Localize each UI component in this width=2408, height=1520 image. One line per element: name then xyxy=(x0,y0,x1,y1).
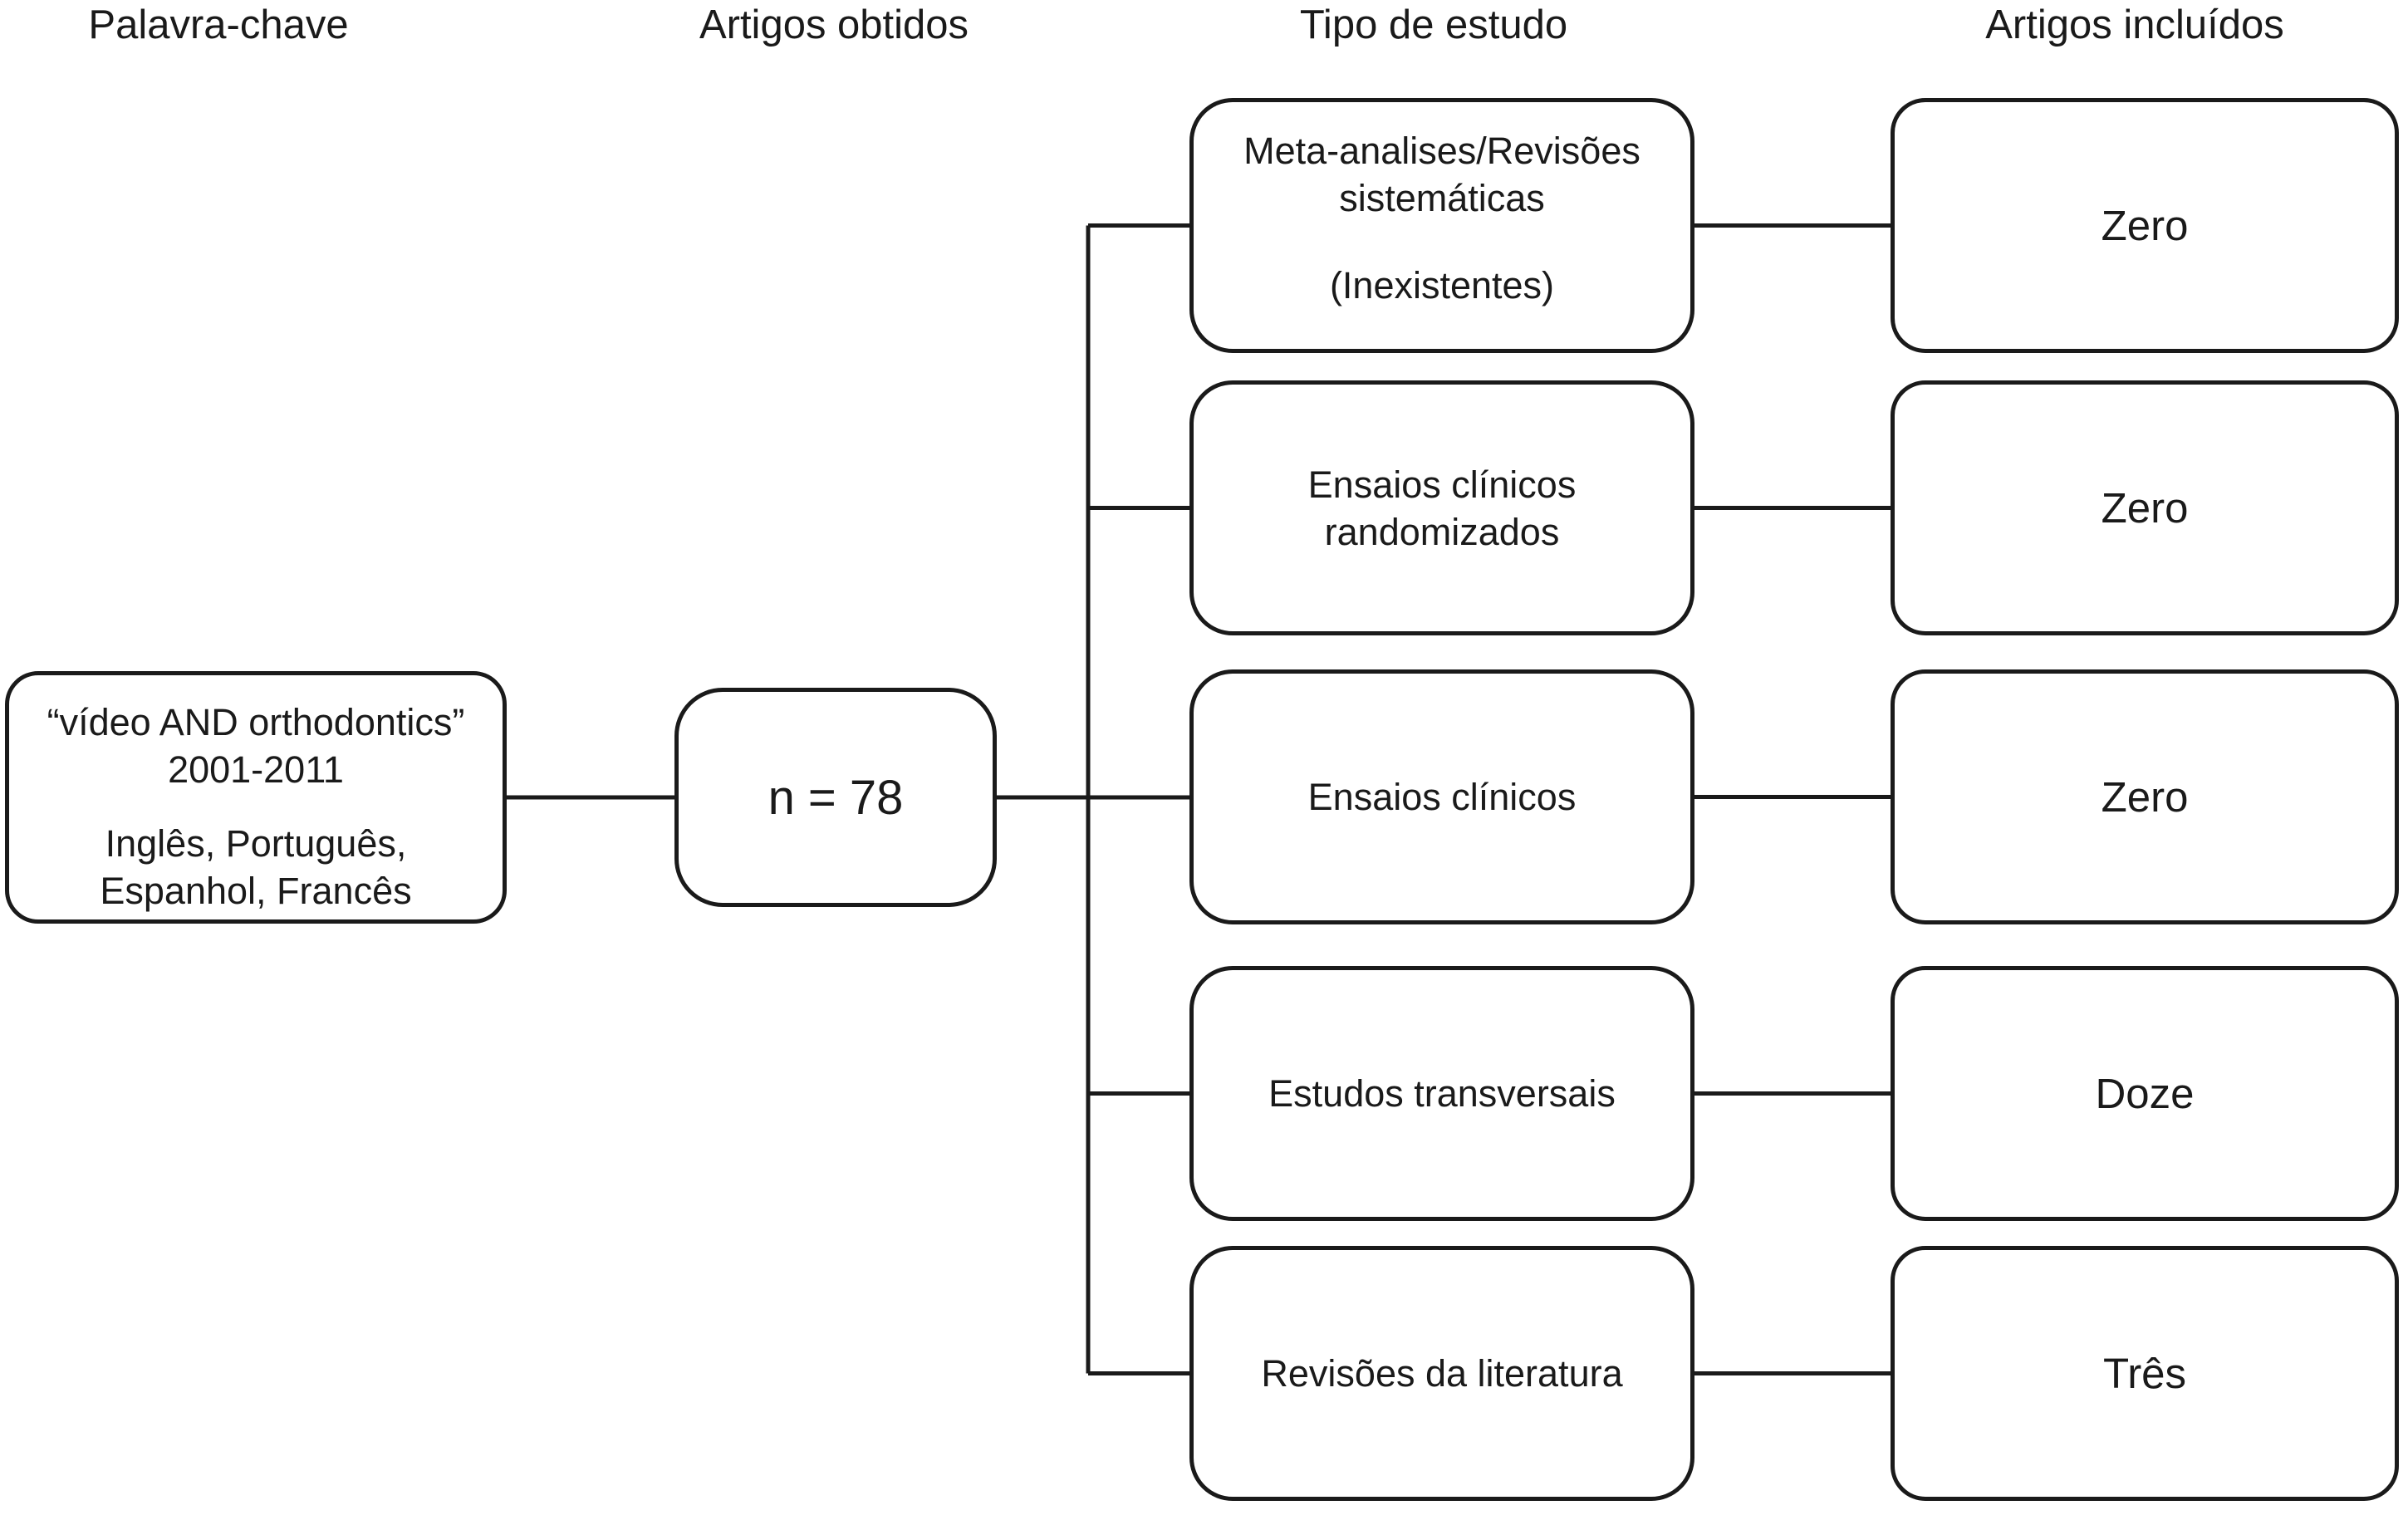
study-type-label: Ensaios clínicos xyxy=(1307,776,1577,818)
articles-obtained-count: n = 78 xyxy=(768,770,904,825)
study-type-box-estudos-transversais: Estudos transversais xyxy=(1189,966,1694,1221)
keyword-languages-line1: Inglês, Português, xyxy=(105,822,407,865)
included-count: Doze xyxy=(2095,1070,2195,1117)
keyword-languages-line2: Espanhol, Francês xyxy=(100,870,412,912)
study-type-label: Estudos transversais xyxy=(1268,1072,1616,1115)
keyword-query: “vídeo AND orthodontics” xyxy=(47,701,465,743)
included-count: Zero xyxy=(2101,773,2189,821)
column-header-tipo-de-estudo: Tipo de estudo xyxy=(1299,2,1568,47)
study-type-box-ensaios-clinicos: Ensaios clínicos xyxy=(1189,669,1694,924)
included-count: Três xyxy=(2102,1350,2187,1397)
keyword-years: 2001-2011 xyxy=(168,748,344,791)
study-type-box-revisoes-literatura: Revisões da literatura xyxy=(1189,1246,1694,1501)
study-type-note: (Inexistentes) xyxy=(1329,264,1555,306)
study-type-box-ensaios-randomizados: Ensaios clínicos randomizados xyxy=(1189,380,1694,635)
included-box-2: Zero xyxy=(1891,380,2399,635)
included-box-1: Zero xyxy=(1891,98,2399,353)
included-count: Zero xyxy=(2101,202,2189,249)
column-header-palavra-chave: Palavra-chave xyxy=(88,2,349,47)
study-type-label: Revisões da literatura xyxy=(1261,1352,1623,1395)
keyword-box: “vídeo AND orthodontics” 2001-2011 Inglê… xyxy=(5,671,507,924)
column-header-artigos-obtidos: Artigos obtidos xyxy=(699,2,969,47)
column-header-artigos-incluidos: Artigos incluídos xyxy=(1985,2,2284,47)
included-box-3: Zero xyxy=(1891,669,2399,924)
study-type-label: Ensaios clínicos randomizados xyxy=(1307,463,1577,553)
study-type-label: Meta-analises/Revisões sistemáticas xyxy=(1243,130,1640,219)
articles-obtained-box: n = 78 xyxy=(674,688,997,907)
included-box-5: Três xyxy=(1891,1246,2399,1501)
study-type-box-meta-analises: Meta-analises/Revisões sistemáticas (Ine… xyxy=(1189,98,1694,353)
included-count: Zero xyxy=(2101,484,2189,532)
included-box-4: Doze xyxy=(1891,966,2399,1221)
